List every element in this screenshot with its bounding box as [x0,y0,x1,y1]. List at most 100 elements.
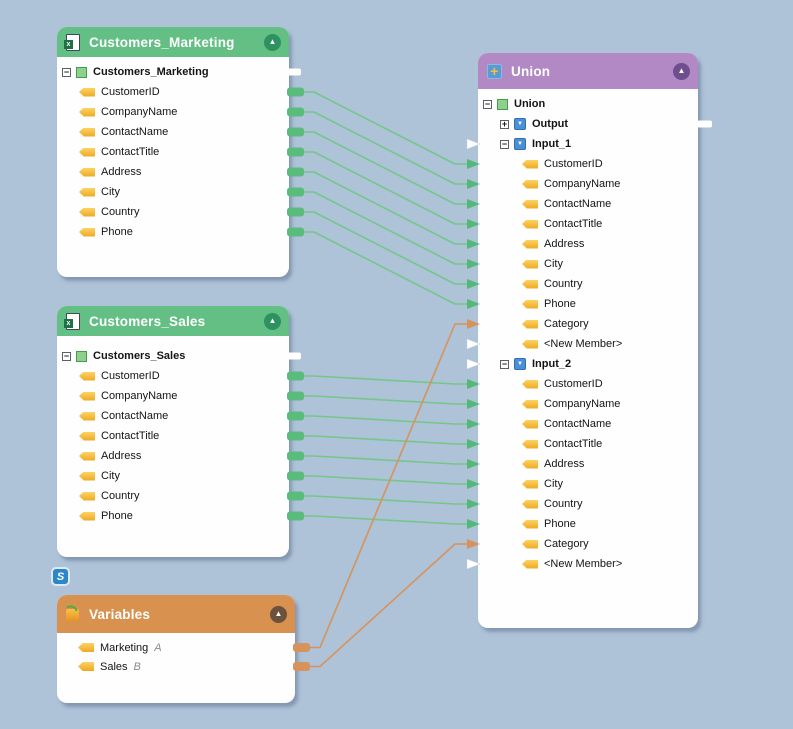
tree-row-phone[interactable]: Phone [478,294,696,314]
connection-line[interactable] [304,151,467,225]
tree-row-phone[interactable]: Phone [57,222,287,242]
tree-row-contacttitle[interactable]: ContactTitle [57,142,287,162]
tree-row-contactname[interactable]: ContactName [57,406,287,426]
connection-line[interactable] [304,435,467,445]
output-port[interactable] [287,87,304,97]
expander-minus-icon[interactable]: − [483,98,492,109]
tree-row-companyname[interactable]: CompanyName [57,102,287,122]
output-port[interactable] [287,127,304,137]
input-port[interactable] [467,479,480,489]
input-port[interactable] [466,138,481,150]
expander-plus-icon[interactable]: + [500,118,509,129]
output-port[interactable] [293,643,310,652]
tree-row-phone[interactable]: Phone [57,506,287,526]
tree-row-country[interactable]: Country [478,494,696,514]
input-port[interactable] [467,279,480,289]
node-header-union[interactable]: +Union▲ [478,53,698,89]
input-port[interactable] [467,299,480,309]
tree-row-union[interactable]: −Union [478,94,696,114]
connection-line[interactable] [304,475,467,485]
tree-row-companyname[interactable]: CompanyName [57,386,287,406]
tree-row-contactname[interactable]: ContactName [478,194,696,214]
expander-minus-icon[interactable]: − [500,138,509,149]
connection-line[interactable] [304,415,467,425]
expander-minus-icon[interactable]: − [500,358,509,369]
node-header-variables[interactable]: Variables▲ [57,595,295,633]
connection-line[interactable] [304,171,467,245]
collapse-button[interactable]: ▲ [673,62,690,80]
connection-line[interactable] [304,191,467,265]
tree-row-input-2[interactable]: −▼Input_2 [478,354,696,374]
output-port[interactable] [287,371,304,381]
tree-row-companyname[interactable]: CompanyName [478,394,696,414]
collapse-button[interactable]: ▲ [264,312,281,330]
connection-line[interactable] [304,455,467,465]
input-port[interactable] [467,159,480,169]
connection-line[interactable] [304,91,467,165]
tree-row-address[interactable]: Address [57,446,287,466]
expander-minus-icon[interactable]: − [62,66,71,77]
tree-row-customerid[interactable]: CustomerID [478,374,696,394]
output-port[interactable] [293,662,310,671]
output-port[interactable] [287,451,304,461]
input-port[interactable] [467,419,480,429]
output-port[interactable] [287,352,301,360]
input-port[interactable] [467,439,480,449]
output-port[interactable] [287,207,304,217]
input-port[interactable] [467,239,480,249]
tree-row-address[interactable]: Address [478,234,696,254]
tree-row-country[interactable]: Country [478,274,696,294]
output-port[interactable] [287,187,304,197]
output-port[interactable] [287,491,304,501]
input-port[interactable] [467,219,480,229]
output-port[interactable] [287,107,304,117]
output-port[interactable] [287,471,304,481]
tree-row-customers-sales[interactable]: −Customers_Sales [57,346,287,366]
tree-row-city[interactable]: City [478,254,696,274]
tree-row-country[interactable]: Country [57,202,287,222]
tree-row-input-1[interactable]: −▼Input_1 [478,134,696,154]
connection-line[interactable] [304,211,467,285]
collapse-button[interactable]: ▲ [270,605,287,623]
tree-row-contacttitle[interactable]: ContactTitle [478,214,696,234]
tree-row-companyname[interactable]: CompanyName [478,174,696,194]
tree-row-customerid[interactable]: CustomerID [57,366,287,386]
tree-row-new-member[interactable]: <New Member> [478,554,696,574]
output-port[interactable] [287,227,304,237]
input-port[interactable] [467,379,480,389]
output-port[interactable] [287,147,304,157]
output-port[interactable] [287,511,304,521]
connection-line[interactable] [304,131,467,205]
tree-row-address[interactable]: Address [478,454,696,474]
tree-row-customers-marketing[interactable]: −Customers_Marketing [57,62,287,82]
tree-row-new-member[interactable]: <New Member> [478,334,696,354]
connection-line[interactable] [304,111,467,185]
tree-row-contacttitle[interactable]: ContactTitle [57,426,287,446]
connection-line[interactable] [304,231,467,305]
input-port[interactable] [467,179,480,189]
tree-row-contactname[interactable]: ContactName [478,414,696,434]
connection-line[interactable] [310,323,467,649]
input-port[interactable] [466,358,481,370]
script-badge[interactable]: S [51,567,70,586]
output-port[interactable] [287,411,304,421]
tree-row-output[interactable]: +▼Output [478,114,696,134]
input-port[interactable] [467,319,480,329]
tree-row-contactname[interactable]: ContactName [57,122,287,142]
input-port[interactable] [467,539,480,549]
tree-row-address[interactable]: Address [57,162,287,182]
tree-row-contacttitle[interactable]: ContactTitle [478,434,696,454]
tree-row-category[interactable]: Category [478,314,696,334]
input-port[interactable] [467,499,480,509]
input-port[interactable] [467,459,480,469]
input-port[interactable] [467,199,480,209]
tree-row-city[interactable]: City [57,182,287,202]
tree-row-phone[interactable]: Phone [478,514,696,534]
tree-row-country[interactable]: Country [57,486,287,506]
connection-line[interactable] [304,515,467,525]
collapse-button[interactable]: ▲ [264,33,281,51]
